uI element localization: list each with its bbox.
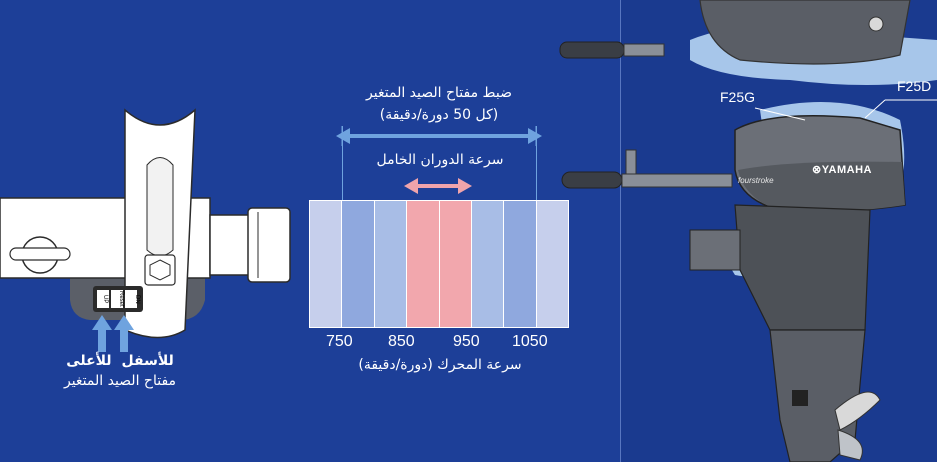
- tick-1050: 1050: [512, 333, 548, 350]
- yamaha-emblem-icon: ⊗: [812, 164, 822, 176]
- tiller-handle-illustration: [0, 108, 291, 352]
- tick-750: 750: [326, 333, 353, 350]
- rpm-segment: [310, 201, 343, 327]
- rpm-segment: [471, 201, 505, 327]
- tick-850: 850: [388, 333, 415, 350]
- top-subtitle: (كل 50 دورة/دقيقة): [379, 107, 499, 123]
- switch-direction-labels: للأعلى للأسفل: [60, 352, 180, 370]
- rpm-segment: [439, 201, 472, 327]
- adjust-range-arrow: [336, 126, 542, 146]
- top-title: ضبط مفتاح الصيد المتغير: [366, 85, 512, 101]
- rpm-segment: [407, 201, 440, 327]
- tick-950: 950: [453, 333, 480, 350]
- yamaha-logo: ⊗YAMAHA: [812, 163, 872, 176]
- rpm-segment: [374, 201, 408, 327]
- idle-range-arrow: [404, 178, 472, 194]
- rpm-segment: [342, 201, 375, 327]
- rpm-bar: [309, 200, 569, 328]
- label-up: للأعلى: [66, 353, 112, 369]
- brand-name: YAMAHA: [821, 164, 872, 176]
- label-down: للأسفل: [121, 353, 174, 369]
- idle-speed-label: سرعة الدوران الخامل: [376, 152, 504, 168]
- axis-label: سرعة المحرك (دورة/دقيقة): [358, 357, 522, 373]
- rpm-segment: [536, 201, 568, 327]
- outboard-motor-illustration: [559, 0, 937, 462]
- model-label-f25g: F25G: [720, 89, 756, 105]
- model-label-f25d: F25D: [897, 78, 932, 94]
- switch-name: مفتاح الصيد المتغير: [63, 373, 177, 389]
- rpm-segment: [504, 201, 537, 327]
- cowl-text: fourstroke: [738, 176, 774, 185]
